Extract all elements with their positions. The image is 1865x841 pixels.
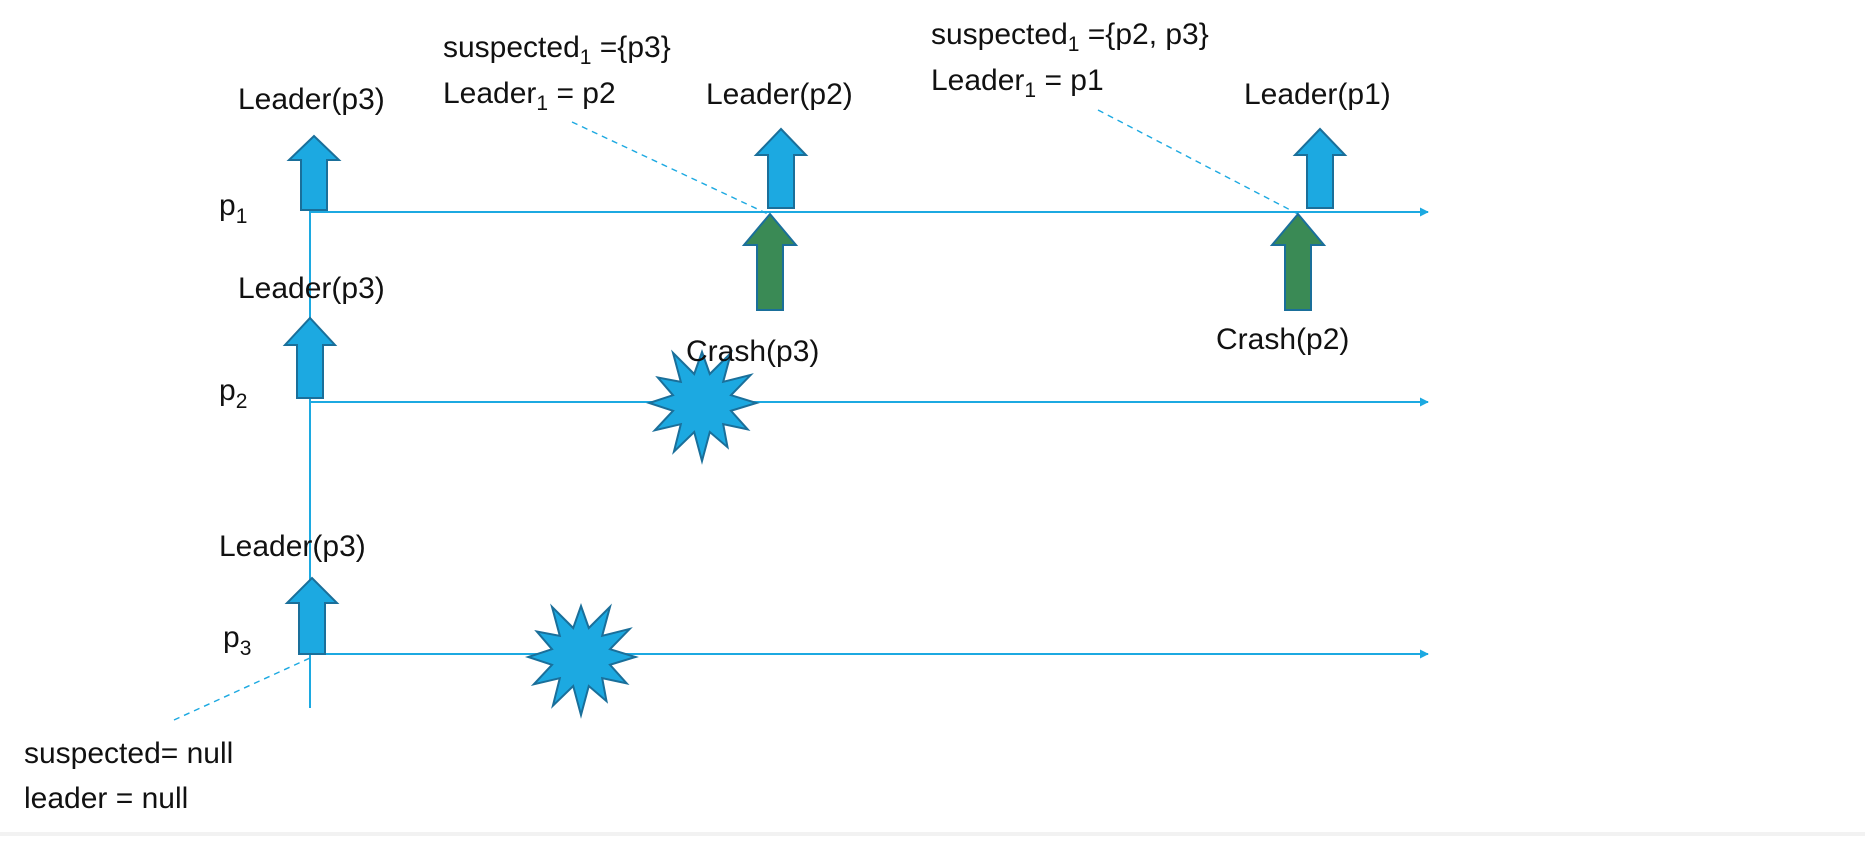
initial-note-leader: leader = null (24, 782, 188, 815)
crash-event-label: Crash(p3) (686, 335, 819, 368)
up-arrow-icon (1269, 212, 1327, 311)
explosion-burst-icon (645, 349, 760, 465)
up-arrow-icon (753, 127, 809, 209)
up-arrow-icon (286, 134, 342, 211)
leader-event-label: Leader(p3) (238, 272, 385, 305)
crash-event-label: Crash(p2) (1216, 323, 1349, 356)
state-note-suspected: suspected1 ={p3} (443, 31, 671, 69)
process-label-p1: p1 (219, 189, 247, 228)
note-connector-line-2 (1097, 109, 1299, 215)
up-arrow-icon (282, 316, 338, 399)
note-connector-line-1 (571, 121, 769, 215)
explosion-burst-icon (524, 603, 639, 719)
leader-event-label: Leader(p3) (219, 530, 366, 563)
state-note-leader: Leader1 = p2 (443, 77, 616, 115)
process-label-p2: p2 (219, 374, 247, 413)
up-arrow-icon (1292, 127, 1348, 209)
leader-event-label: Leader(p2) (706, 78, 853, 111)
bottom-border-strip (0, 832, 1865, 836)
leader-event-label: Leader(p3) (238, 83, 385, 116)
state-note-leader: Leader1 = p1 (931, 64, 1104, 102)
up-arrow-icon (741, 212, 799, 311)
up-arrow-icon (284, 576, 340, 655)
leader-event-label: Leader(p1) (1244, 78, 1391, 111)
state-note-suspected: suspected1 ={p2, p3} (931, 18, 1209, 56)
initial-note-suspected: suspected= null (24, 737, 233, 770)
process-label-p3: p3 (223, 621, 251, 660)
initial-note-connector-line (173, 657, 311, 721)
